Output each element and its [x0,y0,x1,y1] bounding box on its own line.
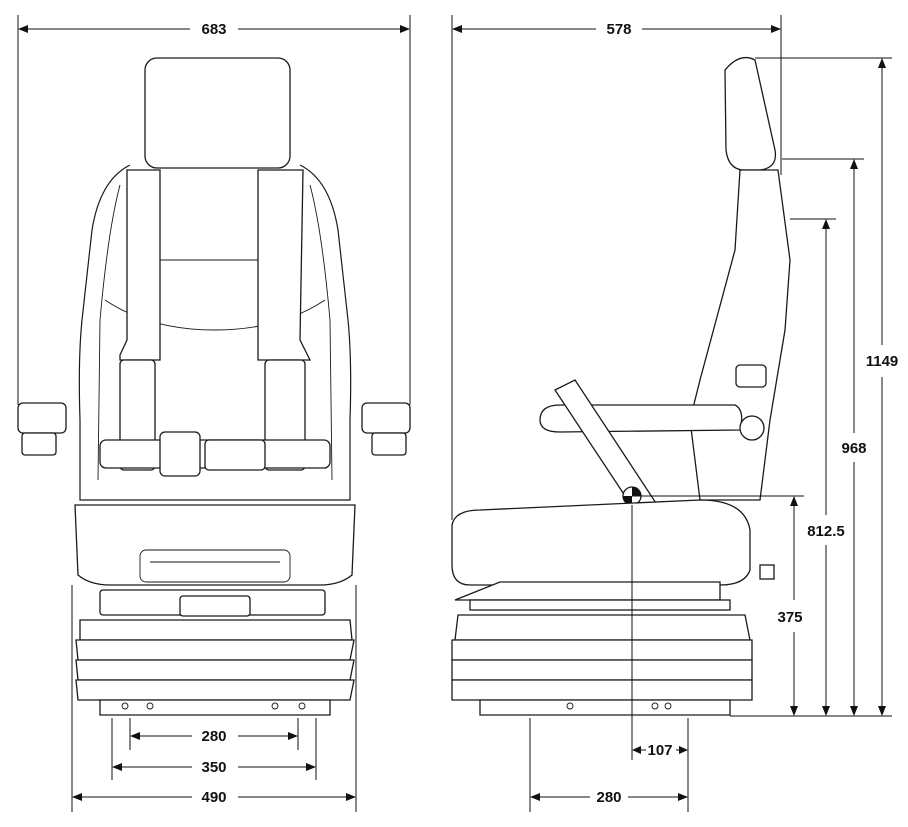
front-backrest [78,164,352,501]
side-seat-cushion [451,499,751,586]
front-dimensions: 683 490 350 280 [17,15,411,812]
front-left-armrest [17,402,67,434]
dim-front-mount-outer: 350 [201,759,226,776]
side-headrest [724,56,777,171]
side-backrest [689,169,791,501]
side-dimensions: 578 1149 968 812.5 375 [451,15,899,812]
front-headrest [144,57,291,169]
dim-side-headrest-base-height: 968 [841,440,866,457]
front-seat-cushion [74,504,356,586]
front-left-belt [119,169,161,361]
side-view-seat [451,56,791,716]
front-right-armrest [361,402,411,434]
dim-front-mount-inner: 280 [201,728,226,745]
front-view-seat [17,57,411,716]
dim-side-seat-height: 375 [777,609,802,626]
dim-side-mount-depth: 280 [596,789,621,806]
dim-front-overall-width: 683 [201,21,226,38]
front-bellows [75,619,355,716]
dim-side-total-height: 1149 [866,353,899,370]
dim-side-overall-depth: 578 [606,21,631,38]
side-bellows [451,614,753,716]
front-buckle [159,431,201,477]
front-right-belt [257,169,312,361]
dim-side-cog-offset: 107 [647,742,672,759]
dim-front-base-width: 490 [201,789,226,806]
dim-side-backrest-height: 812.5 [807,523,845,540]
